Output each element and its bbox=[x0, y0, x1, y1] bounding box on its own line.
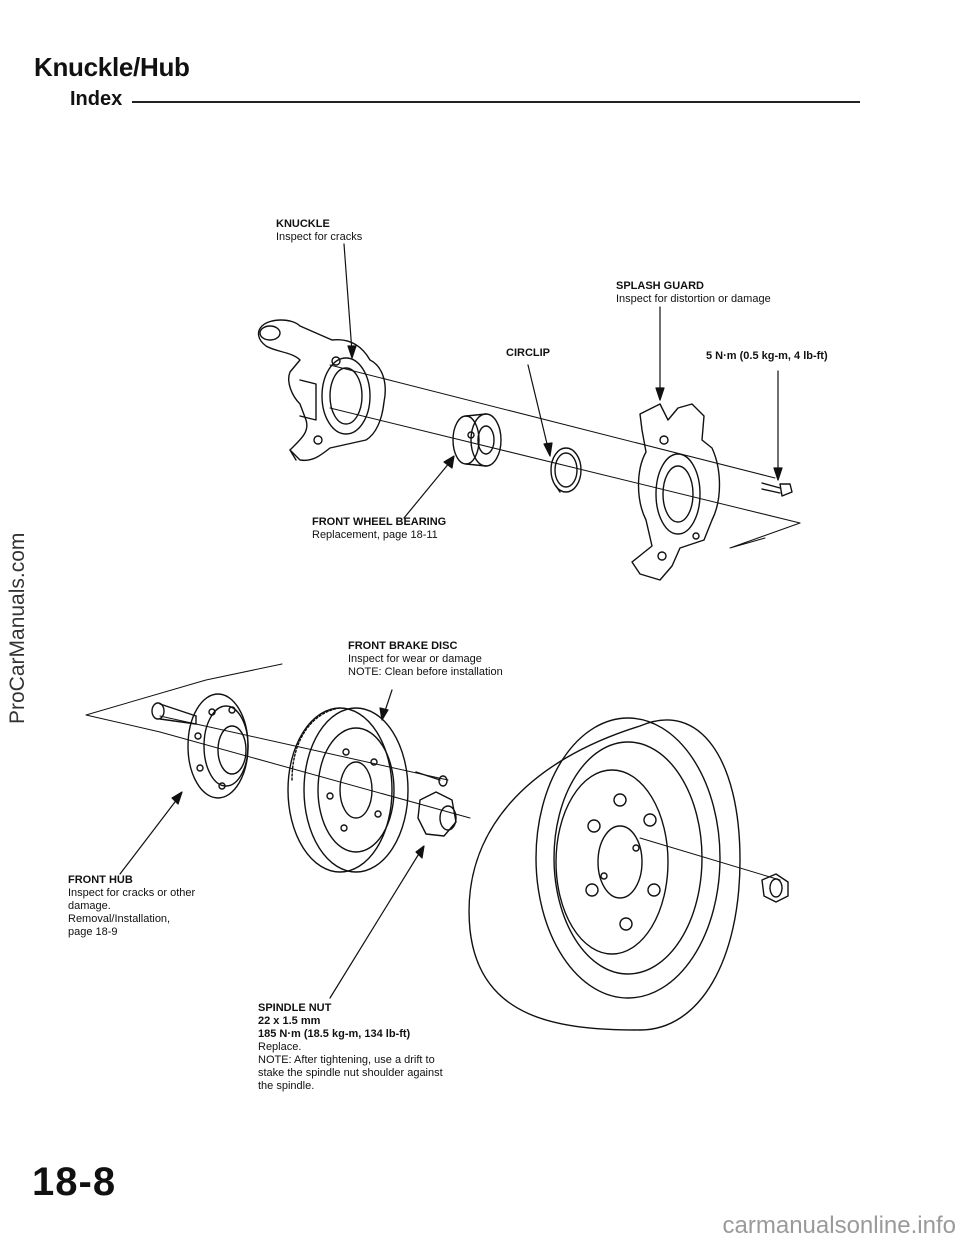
knuckle-note: Inspect for cracks bbox=[276, 231, 363, 243]
knuckle-label: KNUCKLE bbox=[276, 218, 330, 230]
front-hub-note-4: page 18-9 bbox=[68, 926, 118, 938]
splash-guard-label: SPLASH GUARD bbox=[616, 280, 705, 292]
front-wheel-bearing-callout: FRONT WHEEL BEARING Replacement, page 18… bbox=[312, 516, 446, 542]
spindle-nut-note-replace: Replace. bbox=[258, 1041, 302, 1053]
front-hub-note-1: Inspect for cracks or other bbox=[68, 887, 196, 899]
circlip-callout: CIRCLIP bbox=[506, 347, 550, 360]
tire-wheel-part bbox=[468, 717, 741, 1031]
lug-nut-part bbox=[761, 873, 789, 903]
splash-guard-bolt-part bbox=[761, 482, 793, 497]
splash-guard-callout: SPLASH GUARD Inspect for distortion or d… bbox=[616, 280, 771, 306]
front-wheel-bearing-note: Replacement, page 18-11 bbox=[312, 529, 438, 541]
section-subtitle: Index bbox=[70, 88, 123, 110]
front-hub-label: FRONT HUB bbox=[68, 874, 133, 886]
header-rule bbox=[132, 101, 860, 103]
front-brake-disc-note-1: Inspect for wear or damage bbox=[348, 653, 482, 665]
bolt-torque-label: 5 N·m (0.5 kg-m, 4 lb-ft) bbox=[706, 350, 828, 362]
spindle-nut-torque: 185 N·m (18.5 kg-m, 134 lb-ft) bbox=[258, 1028, 411, 1040]
spindle-nut-note-1: NOTE: After tightening, use a drift to bbox=[258, 1054, 435, 1066]
front-hub-note-2: damage. bbox=[68, 900, 111, 912]
front-brake-disc-note-2: NOTE: Clean before installation bbox=[348, 666, 503, 678]
splash-guard-part bbox=[631, 403, 721, 581]
spindle-nut-note-3: the spindle. bbox=[258, 1080, 315, 1092]
disc-screw-part bbox=[415, 771, 448, 787]
circlip-label: CIRCLIP bbox=[506, 347, 550, 359]
spindle-nut-part bbox=[417, 791, 457, 837]
front-wheel-bearing-part bbox=[452, 413, 502, 467]
knuckle-callout: KNUCKLE Inspect for cracks bbox=[276, 218, 362, 244]
bolt-torque-callout: 5 N·m (0.5 kg-m, 4 lb-ft) bbox=[706, 350, 828, 363]
spindle-nut-size: 22 x 1.5 mm bbox=[258, 1015, 321, 1027]
front-hub-callout: FRONT HUB Inspect for cracks or other da… bbox=[68, 874, 195, 939]
spindle-nut-note-2: stake the spindle nut shoulder against bbox=[258, 1067, 443, 1079]
spindle-nut-label: SPINDLE NUT bbox=[258, 1002, 332, 1014]
spindle-nut-callout: SPINDLE NUT 22 x 1.5 mm 185 N·m (18.5 kg… bbox=[258, 1002, 443, 1093]
circlip-part bbox=[550, 447, 582, 493]
page-title: Knuckle/Hub bbox=[34, 52, 190, 82]
watermark-carmanualsonline: carmanualsonline.info bbox=[722, 1212, 956, 1239]
front-brake-disc-part bbox=[287, 707, 409, 873]
knuckle-part bbox=[257, 319, 386, 462]
wheel-stud-part bbox=[151, 702, 197, 725]
front-brake-disc-label: FRONT BRAKE DISC bbox=[348, 640, 458, 652]
front-hub-note-3: Removal/Installation, bbox=[68, 913, 171, 925]
front-wheel-bearing-label: FRONT WHEEL BEARING bbox=[312, 516, 447, 528]
front-hub-part bbox=[187, 693, 249, 799]
splash-guard-note: Inspect for distortion or damage bbox=[616, 293, 771, 305]
page-number: 18-8 bbox=[32, 1160, 117, 1204]
front-brake-disc-callout: FRONT BRAKE DISC Inspect for wear or dam… bbox=[348, 640, 503, 679]
